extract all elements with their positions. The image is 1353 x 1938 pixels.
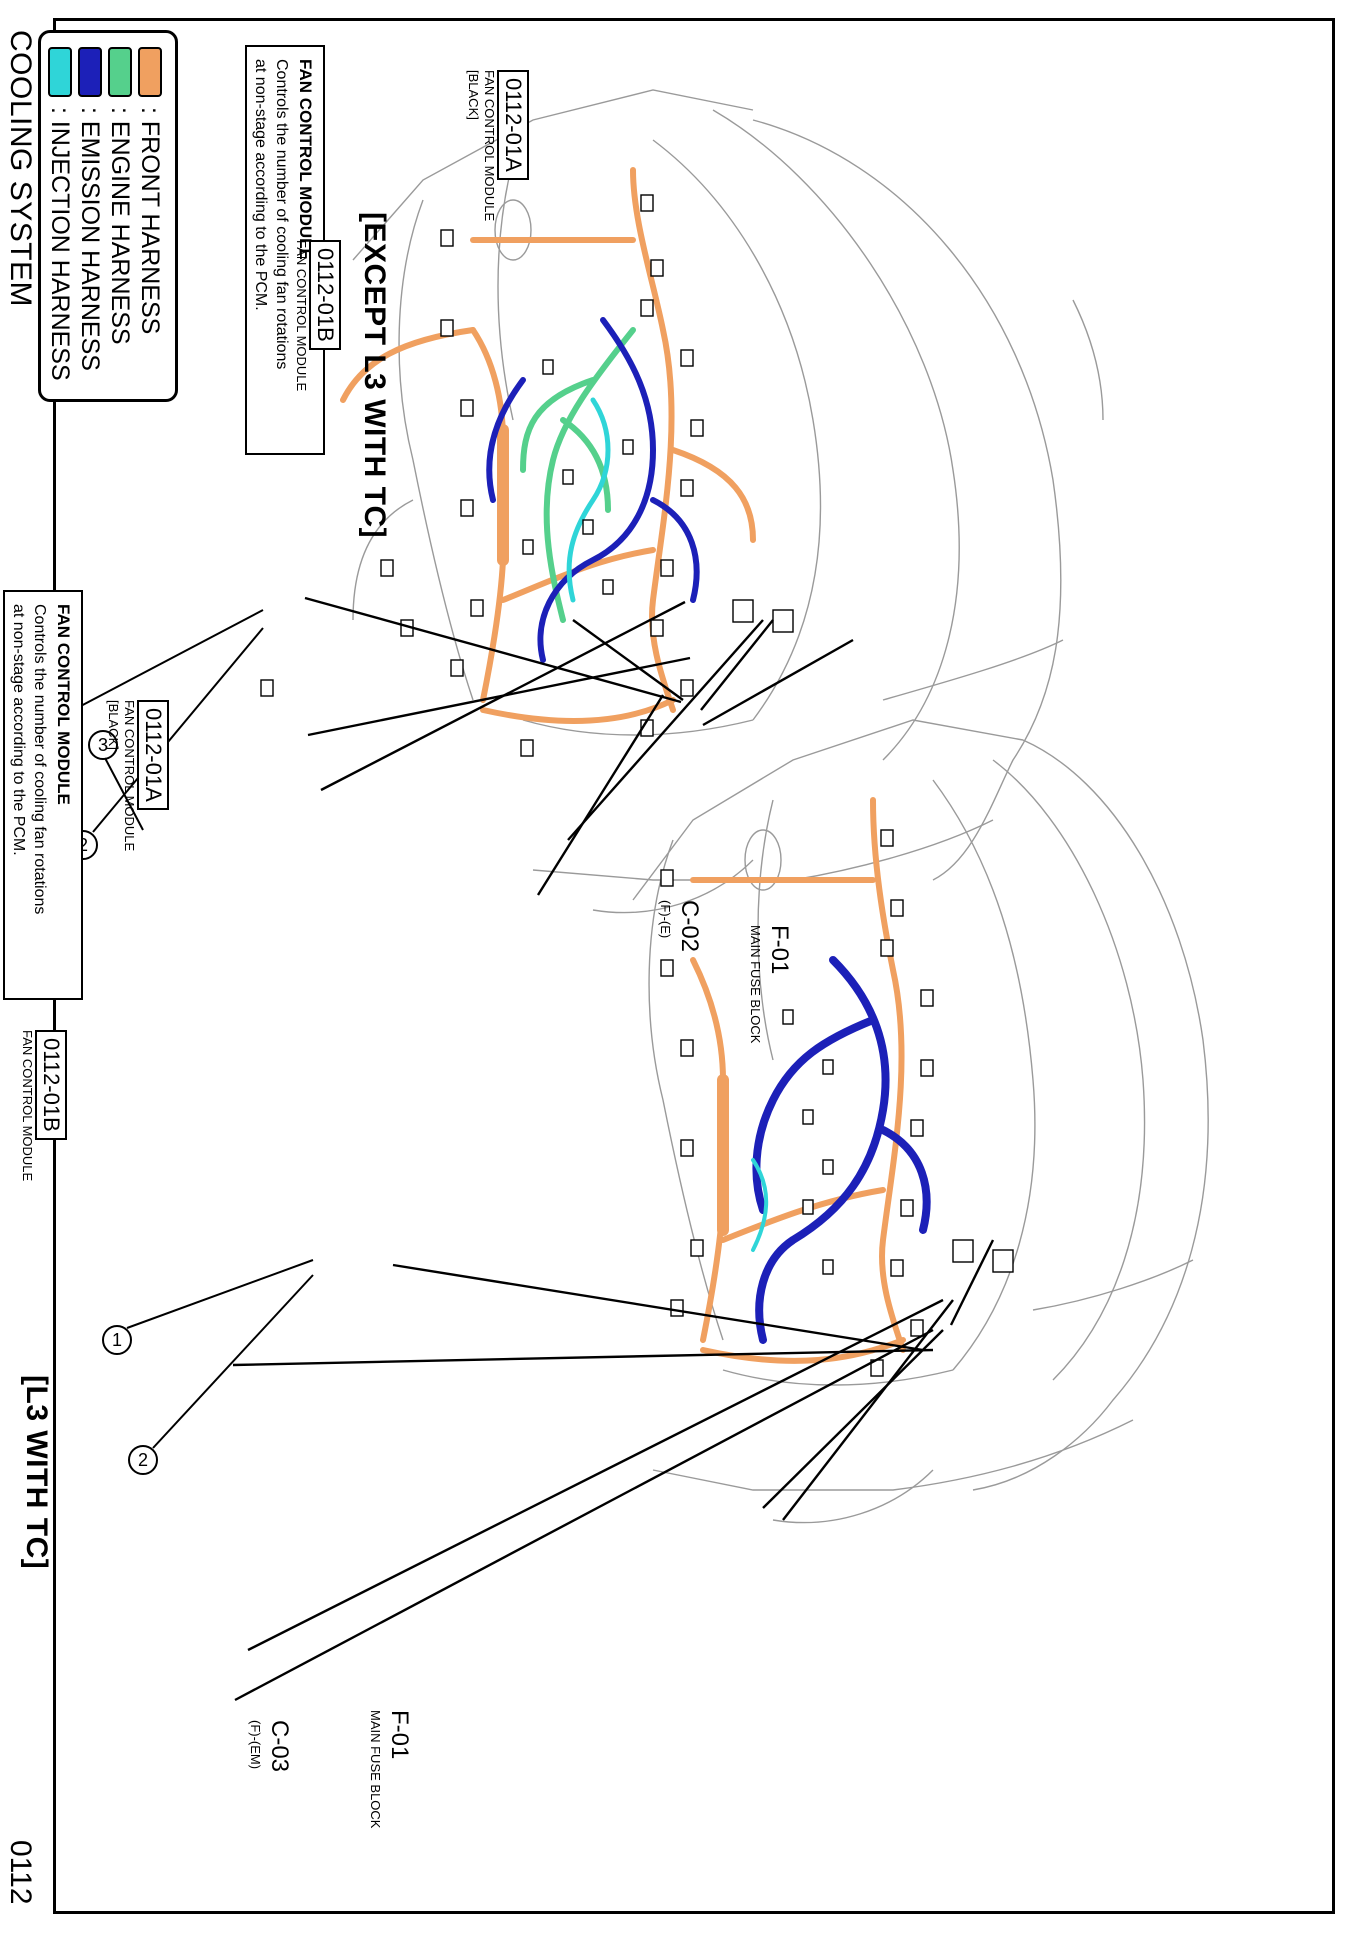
connector-color-a-except-l3: [BLACK]: [466, 70, 481, 120]
callout-leader-1-l3: [126, 1259, 314, 1329]
front-harness-swatch: [138, 47, 162, 97]
connectors-l3: [660, 829, 1014, 1377]
section-title-l3: [L3 WITH TC]: [20, 1375, 53, 1570]
connector-desc-b-l3: FAN CONTROL MODULE: [20, 1030, 35, 1182]
connector-desc-a-except-l3: FAN CONTROL MODULE: [482, 70, 497, 222]
callout-number-2-except-l3: 2: [78, 835, 88, 855]
info-box-l3: FAN CONTROL MODULE Controls the number o…: [3, 590, 83, 1000]
front-harness-l3: [690, 797, 906, 1364]
callout-leader-2-except-l3: [92, 627, 264, 833]
callout-leader-3-l3: [104, 757, 144, 831]
emission-harness-swatch: [78, 47, 102, 97]
section-title-except-l3: [EXCEPT L3 WITH TC]: [358, 212, 391, 539]
legend-item-engine: : ENGINE HARNESS: [105, 47, 135, 345]
connector-c02-sub: (F)-(E): [658, 900, 673, 939]
connector-code-b-except-l3: 0112-01B: [309, 240, 341, 350]
vehicle-outline-l3: [632, 719, 1209, 1524]
callout-circle-1-l3: [102, 1325, 132, 1355]
legend-label-engine: : ENGINE HARNESS: [106, 107, 135, 345]
emission-harness-except-l3: [486, 317, 700, 663]
connector-code-a-l3: 0112-01A: [137, 700, 169, 810]
connector-c02-label: C-02: [676, 900, 703, 953]
info-box-line: Controls the number of cooling fan rotat…: [273, 59, 290, 370]
info-box-line: at non-stage according to the PCM.: [10, 604, 27, 856]
callout-circle-2-l3: [128, 1445, 158, 1475]
callout-circle-3-l3: [88, 730, 118, 760]
legend-item-injection: : INJECTION HARNESS: [45, 47, 75, 381]
info-box-line: at non-stage according to the PCM.: [252, 59, 269, 311]
connector-desc-b-except-l3: FAN CONTROL MODULE: [294, 240, 309, 392]
fuse-block-f01-sub-except-l3: MAIN FUSE BLOCK: [748, 925, 763, 1044]
legend-item-emission: : EMISSION HARNESS: [75, 47, 105, 371]
callout-number-2-l3: 2: [138, 1450, 148, 1470]
engine-harness-except-l3: [520, 327, 636, 623]
harness-legend: : FRONT HARNESS : ENGINE HARNESS : EMISS…: [38, 30, 178, 402]
injection-harness-l3: [751, 1158, 769, 1252]
callout-leader-2-l3: [152, 1274, 314, 1449]
legend-label-emission: : EMISSION HARNESS: [76, 107, 105, 371]
info-box-title: FAN CONTROL MODULE: [54, 604, 73, 805]
legend-label-injection: : INJECTION HARNESS: [46, 107, 75, 381]
fuse-block-f01-label-l3: F-01: [386, 1710, 413, 1760]
fuse-block-f01-label-except-l3: F-01: [766, 925, 793, 975]
fuse-block-f01-sub-l3: MAIN FUSE BLOCK: [368, 1710, 383, 1829]
engine-harness-swatch: [108, 47, 132, 97]
injection-harness-swatch: [48, 47, 72, 97]
callout-lines-except-l3: [304, 596, 854, 896]
callout-leader-1-except-l3: [76, 609, 264, 709]
callout-number-1-l3: 1: [112, 1330, 122, 1350]
connector-color-a-l3: [BLACK]: [106, 700, 121, 750]
connector-desc-a-l3: FAN CONTROL MODULE: [122, 700, 137, 852]
connector-code-b-l3: 0112-01B: [35, 1030, 67, 1140]
connectors-except-l3: [260, 194, 794, 757]
front-harness-except-l3: [340, 167, 756, 724]
connector-code-a-except-l3: 0112-01A: [497, 70, 529, 180]
legend-item-front: : FRONT HARNESS: [135, 47, 165, 334]
legend-label-front: : FRONT HARNESS: [136, 107, 165, 335]
callout-number-3-l3: 3: [98, 735, 108, 755]
callout-lines-l3: [232, 1239, 995, 1702]
emission-harness-l3: [752, 956, 931, 1344]
connector-c03-label: C-03: [266, 1720, 293, 1773]
injection-harness-except-l3: [566, 397, 611, 603]
info-box-line: Controls the number of cooling fan rotat…: [31, 604, 48, 915]
connector-c03-sub: (F)-(EM): [248, 1720, 263, 1770]
